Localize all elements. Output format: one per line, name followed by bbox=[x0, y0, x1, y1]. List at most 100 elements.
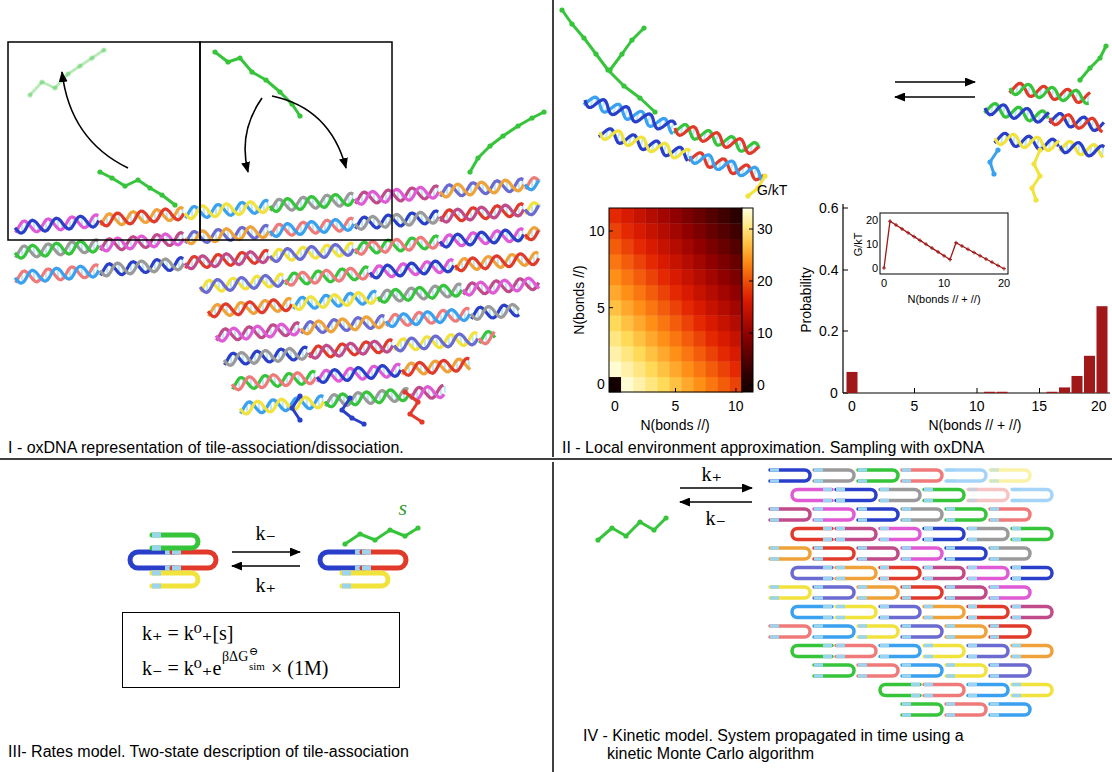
tick-label: 0 bbox=[848, 398, 856, 414]
motion-arrow bbox=[272, 96, 346, 168]
binding-domain bbox=[946, 468, 955, 472]
backbone bbox=[270, 218, 353, 236]
tick-mark bbox=[735, 388, 736, 392]
heatmap-cell bbox=[669, 331, 681, 347]
nucleotide bbox=[607, 67, 612, 72]
heatmap-cell bbox=[657, 269, 669, 285]
hairpin-tile bbox=[946, 470, 986, 481]
formula-text: k₋ = k⁰₊e bbox=[142, 657, 221, 680]
binding-domain bbox=[814, 518, 823, 522]
heatmap-cell bbox=[645, 300, 657, 316]
nucleotide bbox=[651, 527, 656, 532]
heatmap-cell bbox=[730, 223, 742, 239]
hairpin-tile bbox=[792, 568, 832, 579]
dna-helix bbox=[285, 267, 369, 285]
hairpin-tile bbox=[858, 626, 898, 637]
heatmap-cell bbox=[621, 300, 633, 316]
tick-mark bbox=[615, 388, 616, 392]
heatmap-cell bbox=[706, 377, 718, 393]
backbone bbox=[440, 204, 523, 222]
nucleotide bbox=[467, 169, 472, 174]
hairpin-tile bbox=[968, 568, 1008, 579]
tick-label: 10 bbox=[969, 398, 985, 414]
heatmap-cell bbox=[633, 208, 645, 224]
binding-domain bbox=[836, 644, 845, 648]
dna-helix bbox=[15, 240, 99, 258]
binding-domain bbox=[342, 571, 351, 576]
nucleotide bbox=[1087, 65, 1092, 70]
hairpin-tile bbox=[990, 509, 1030, 520]
binding-domain bbox=[990, 635, 999, 639]
dna-helix bbox=[200, 274, 284, 292]
backbone bbox=[690, 155, 762, 181]
hairpin-tile bbox=[1012, 685, 1052, 696]
tick-mark bbox=[977, 388, 978, 393]
dna-helix bbox=[240, 396, 324, 414]
nucleotide bbox=[1033, 197, 1038, 202]
heatmap-cell bbox=[718, 254, 730, 270]
binding-domain bbox=[880, 616, 889, 620]
backbone bbox=[355, 186, 438, 204]
binding-domain bbox=[924, 538, 933, 542]
binding-domain bbox=[968, 694, 977, 698]
binding-domain bbox=[836, 527, 845, 531]
heatmap-cell bbox=[609, 315, 621, 331]
heatmap-cell bbox=[633, 346, 645, 362]
binding-domain bbox=[946, 479, 955, 483]
binding-domain bbox=[814, 479, 823, 483]
heatmap-cell bbox=[621, 361, 633, 377]
dna-helix bbox=[1009, 83, 1090, 103]
backbone bbox=[402, 358, 469, 375]
hairpin-tile bbox=[902, 470, 942, 481]
tick-label: 10 bbox=[589, 223, 605, 239]
dna-helix bbox=[270, 243, 354, 261]
dna-helix bbox=[185, 225, 269, 243]
binding-domain bbox=[902, 713, 911, 717]
binding-domain bbox=[858, 663, 867, 667]
binding-domain bbox=[968, 538, 977, 542]
backbone bbox=[525, 230, 539, 240]
nucleotide bbox=[65, 71, 70, 76]
heatmap-cell bbox=[706, 208, 718, 224]
backbone bbox=[301, 317, 385, 334]
tick-label: 5 bbox=[911, 398, 919, 414]
hairpin-tile bbox=[836, 529, 876, 540]
binding-domain bbox=[990, 507, 999, 511]
heatmap-cell bbox=[718, 239, 730, 255]
heatmap-cell bbox=[730, 315, 742, 331]
nucleotide bbox=[581, 35, 586, 40]
histogram-bar bbox=[1047, 392, 1058, 393]
dna-helix bbox=[293, 291, 377, 309]
heatmap-cell bbox=[706, 269, 718, 285]
binding-domain bbox=[990, 468, 999, 472]
binding-domain bbox=[924, 655, 933, 659]
dna-helix bbox=[463, 278, 539, 295]
binding-domain bbox=[902, 507, 911, 511]
heatmap-cell bbox=[730, 346, 742, 362]
single-strand bbox=[562, 10, 655, 112]
backbone bbox=[15, 215, 98, 233]
hairpin-tile bbox=[836, 490, 876, 501]
backbone bbox=[440, 230, 524, 247]
heatmap-cell bbox=[657, 346, 669, 362]
backbone bbox=[455, 252, 538, 270]
heatmap-cell bbox=[682, 239, 694, 255]
binding-domain bbox=[814, 596, 823, 600]
nucleotide bbox=[402, 389, 407, 394]
heatmap-cell bbox=[718, 223, 730, 239]
heatmap-cell bbox=[633, 269, 645, 285]
backbone bbox=[1060, 143, 1104, 157]
backbone bbox=[293, 293, 377, 310]
dna-helix bbox=[378, 284, 462, 302]
nucleotide bbox=[357, 531, 362, 536]
backbone bbox=[100, 259, 184, 276]
binding-domain bbox=[902, 546, 911, 550]
binding-domain bbox=[1012, 499, 1021, 503]
hairpin-tile bbox=[858, 587, 898, 598]
heatmap-cell bbox=[718, 377, 730, 393]
binding-domain bbox=[924, 527, 933, 531]
nucleotide bbox=[172, 202, 177, 207]
backbone bbox=[410, 387, 444, 400]
binding-domain bbox=[770, 624, 779, 628]
tick-mark bbox=[1039, 388, 1040, 393]
